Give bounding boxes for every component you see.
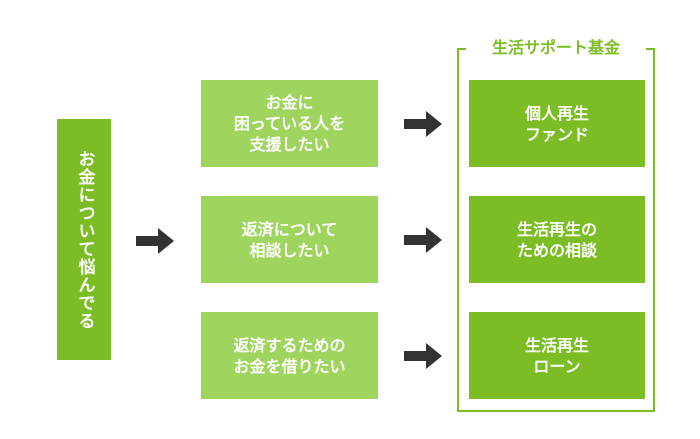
fund-label: 個人再生 ファンド: [524, 103, 589, 144]
arrow-right-icon: [136, 228, 174, 254]
fund-label: 生活再生の ための相談: [516, 219, 597, 260]
need-label: お金に 困っている人を 支援したい: [233, 93, 346, 154]
fund-box-consultation: 生活再生の ための相談: [469, 196, 645, 283]
fund-box-loan: 生活再生 ローン: [469, 312, 645, 399]
arrow-right-icon: [404, 111, 442, 137]
source-box: お金について悩んでる: [57, 119, 111, 360]
fund-box-personal: 個人再生 ファンド: [469, 80, 645, 167]
fund-label: 生活再生 ローン: [524, 335, 589, 376]
need-box-consult: 返済について 相談したい: [201, 196, 378, 283]
arrow-right-icon: [404, 227, 442, 253]
need-box-support: お金に 困っている人を 支援したい: [201, 80, 378, 167]
need-label: 返済するための お金を借りたい: [233, 335, 346, 376]
source-label: お金について悩んでる: [74, 149, 95, 330]
arrow-right-icon: [404, 343, 442, 369]
need-label: 返済について 相談したい: [241, 219, 338, 260]
group-title: 生活サポート基金: [466, 37, 646, 59]
need-box-borrow: 返済するための お金を借りたい: [201, 312, 378, 399]
